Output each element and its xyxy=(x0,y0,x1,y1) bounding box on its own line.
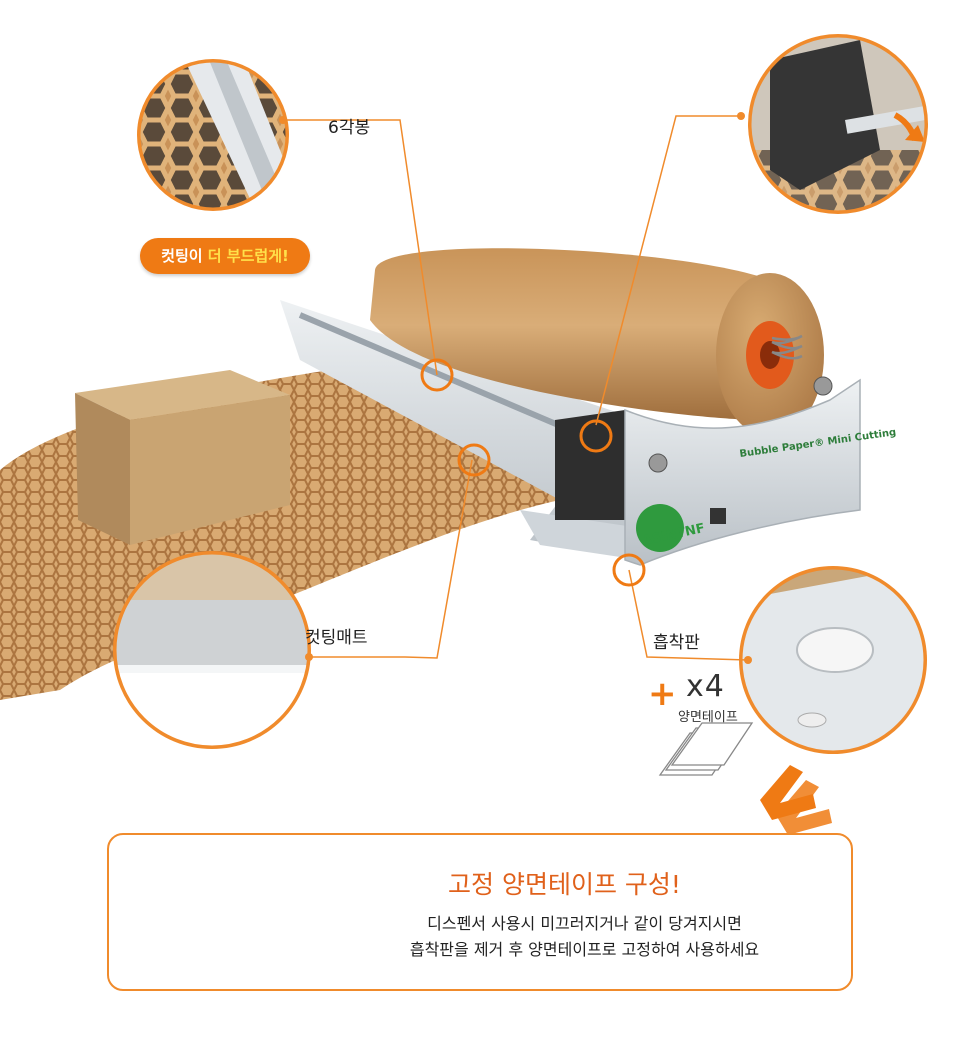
detail-holder xyxy=(748,34,928,214)
detail-cutting-mat xyxy=(113,551,311,749)
info-title: 고정 양면테이프 구성! xyxy=(448,870,681,899)
side-panel xyxy=(624,378,861,566)
callout-cutting-mat: 컷팅매트 xyxy=(305,628,368,648)
leader-lines xyxy=(283,115,749,661)
base-plate xyxy=(280,300,640,560)
badge-text-1: 컷팅이 xyxy=(161,247,208,265)
tape-count: x4 xyxy=(686,669,725,704)
badge-text-2: 더 부드럽게! xyxy=(207,247,289,265)
highlight-rings xyxy=(420,358,646,587)
plus-icon: + xyxy=(648,674,677,714)
info-line-1: 디스펜서 사용시 미끄러지거나 같이 당겨지시면 xyxy=(427,914,742,933)
kraft-roll xyxy=(370,248,790,420)
callout-hex-rod: 6각봉 xyxy=(328,118,371,138)
tape-sheets-icon xyxy=(658,722,754,776)
callout-suction-plate: 흡착판 xyxy=(653,633,700,653)
detail-hex-rod xyxy=(137,59,289,211)
info-box xyxy=(107,833,853,991)
rod-holder xyxy=(555,410,625,520)
hex-rod xyxy=(298,312,572,433)
info-line-2: 흡착판을 제거 후 양면테이프로 고정하여 사용하세요 xyxy=(409,940,760,959)
cardboard-box xyxy=(130,395,290,545)
smooth-cutting-badge: 컷팅이 더 부드럽게! xyxy=(140,238,310,274)
detail-suction xyxy=(739,566,927,754)
tape-label: 양면테이프 xyxy=(678,710,738,725)
qr-code xyxy=(710,508,726,524)
down-arrow-icon xyxy=(760,765,832,835)
